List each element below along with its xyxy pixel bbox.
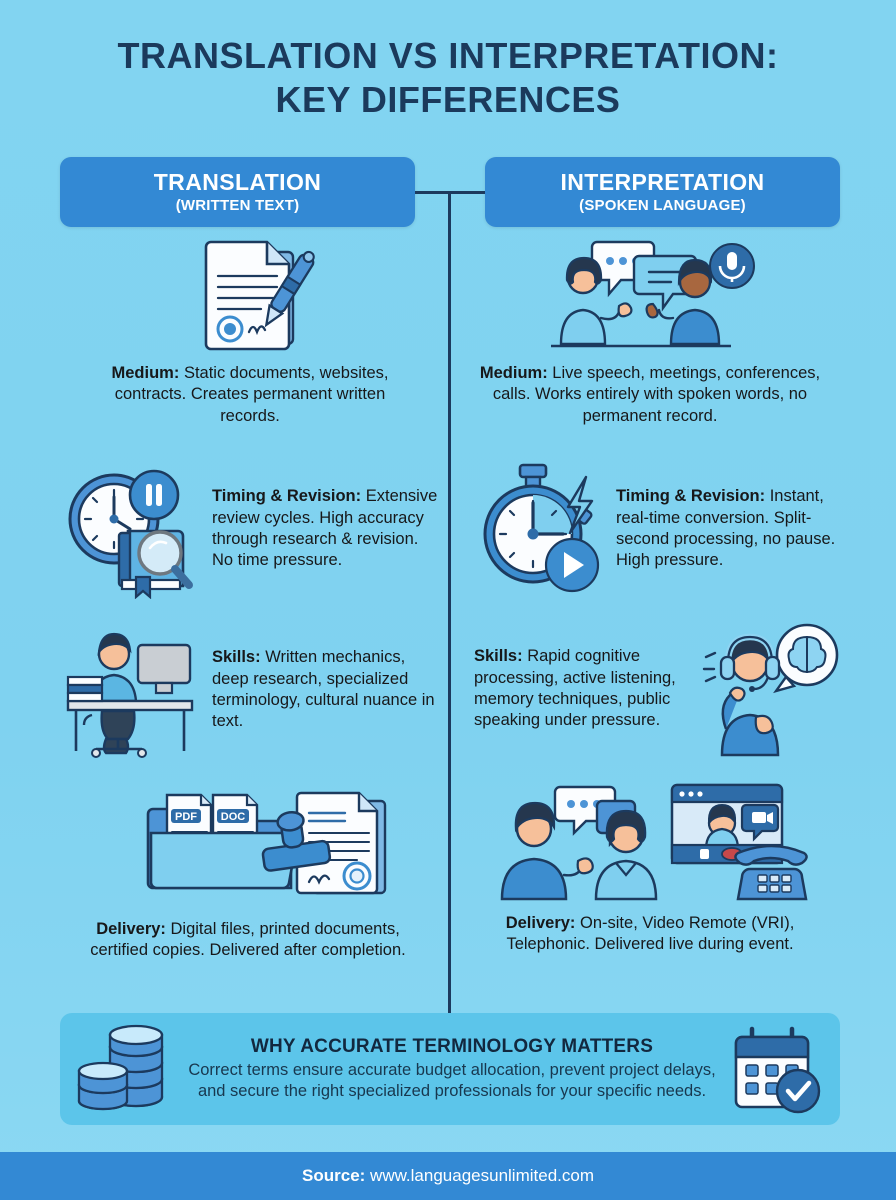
translation-medium-label: Medium: [111, 364, 180, 382]
translation-medium-text: Medium: Static documents, websites, cont… [108, 363, 392, 427]
column-headers: TRANSLATION (WRITTEN TEXT) INTERPRETATIO… [0, 157, 896, 229]
interpretation-timing-label: Timing & Revision: [616, 487, 766, 506]
section-interpretation-timing: Timing & Revision: Instant, real-time co… [468, 459, 844, 599]
translation-timing-body: Extensive review cycles. High accuracy t… [212, 487, 438, 570]
header-interpretation: INTERPRETATION (SPOKEN LANGUAGE) [485, 157, 840, 227]
header-translation: TRANSLATION (WRITTEN TEXT) [60, 157, 415, 227]
translation-delivery-text: Delivery: Digital files, printed documen… [83, 919, 413, 962]
center-divider-line [448, 191, 451, 1013]
callout-why-accurate-terminology: WHY ACCURATE TERMINOLOGY MATTERS Correct… [60, 1013, 840, 1125]
clock-pause-book-magnifier-icon [56, 459, 204, 599]
interpretation-delivery-text: Delivery: On-site, Video Remote (VRI), T… [462, 913, 838, 956]
stopwatch-lightning-play-icon [468, 459, 608, 599]
callout-body: Correct terms ensure accurate budget all… [188, 1060, 716, 1100]
interpretation-medium-label: Medium: [479, 364, 548, 382]
translation-skills-label: Skills: [212, 648, 261, 667]
interpretation-skills-text: Skills: Rapid cognitive processing, acti… [474, 646, 686, 732]
svg-text:PDF: PDF [175, 811, 197, 823]
page-title: TRANSLATION VS INTERPRETATION: KEY DIFFE… [0, 0, 896, 122]
coin-stacks-icon [76, 1023, 176, 1115]
section-translation-delivery: PDF DOC [56, 787, 444, 962]
header-translation-title: TRANSLATION [153, 168, 322, 195]
header-translation-subtitle: (WRITTEN TEXT) [175, 197, 300, 215]
section-translation-medium: Medium: Static documents, websites, cont… [56, 234, 444, 427]
section-interpretation-medium: Medium: Live speech, meetings, conferenc… [456, 234, 844, 427]
footer-text: Source: www.languagesunlimited.com [302, 1166, 594, 1186]
interpretation-skills-label: Skills: [474, 647, 523, 666]
interpretation-timing-text: Timing & Revision: Instant, real-time co… [616, 486, 842, 572]
translation-skills-body: Written mechanics, deep research, specia… [212, 648, 435, 731]
translation-delivery-label: Delivery: [96, 920, 166, 938]
translation-medium-body: Static documents, websites, contracts. C… [114, 364, 389, 425]
interpretation-delivery-label: Delivery: [505, 914, 576, 932]
header-interpretation-subtitle: (SPOKEN LANGUAGE) [579, 197, 746, 215]
interpretation-delivery-body: On-site, Video Remote (VRI), Telephonic.… [506, 914, 795, 954]
translation-skills-text: Skills: Written mechanics, deep research… [212, 647, 444, 733]
interpretation-timing-body: Instant, real-time conversion. Split-sec… [616, 487, 836, 570]
section-interpretation-delivery: Delivery: On-site, Video Remote (VRI), T… [456, 781, 844, 956]
svg-text:DOC: DOC [221, 811, 246, 823]
translator-at-desk-icon [56, 619, 204, 761]
translation-delivery-body: Digital files, printed documents, certif… [90, 920, 406, 960]
headset-interpreter-brain-icon [694, 619, 844, 759]
header-interpretation-title: INTERPRETATION [560, 168, 765, 195]
interpretation-skills-body: Rapid cognitive processing, active liste… [474, 647, 676, 730]
translation-timing-text: Timing & Revision: Extensive review cycl… [212, 486, 444, 572]
interpretation-medium-body: Live speech, meetings, conferences, call… [492, 364, 821, 425]
signed-document-pen-icon [185, 234, 315, 359]
interpretation-medium-text: Medium: Live speech, meetings, conferenc… [467, 363, 833, 427]
translation-timing-label: Timing & Revision: [212, 487, 362, 506]
onsite-video-telephone-icon [476, 781, 824, 909]
footer-url: www.languagesunlimited.com [365, 1166, 594, 1185]
calendar-check-icon [728, 1023, 824, 1115]
folder-pdf-doc-stamp-icon: PDF DOC [95, 787, 405, 915]
section-translation-timing: Timing & Revision: Extensive review cycl… [56, 459, 444, 599]
footer-label: Source: [302, 1166, 366, 1185]
title-line-1: TRANSLATION VS INTERPRETATION: [117, 35, 779, 76]
two-people-speech-microphone-icon [535, 234, 765, 359]
section-translation-skills: Skills: Written mechanics, deep research… [56, 619, 444, 761]
section-interpretation-skills: Skills: Rapid cognitive processing, acti… [474, 619, 844, 759]
callout-text-block: WHY ACCURATE TERMINOLOGY MATTERS Correct… [176, 1036, 728, 1102]
source-footer: Source: www.languagesunlimited.com [0, 1152, 896, 1200]
title-line-2: KEY DIFFERENCES [275, 78, 621, 120]
callout-title: WHY ACCURATE TERMINOLOGY MATTERS [250, 1035, 654, 1057]
